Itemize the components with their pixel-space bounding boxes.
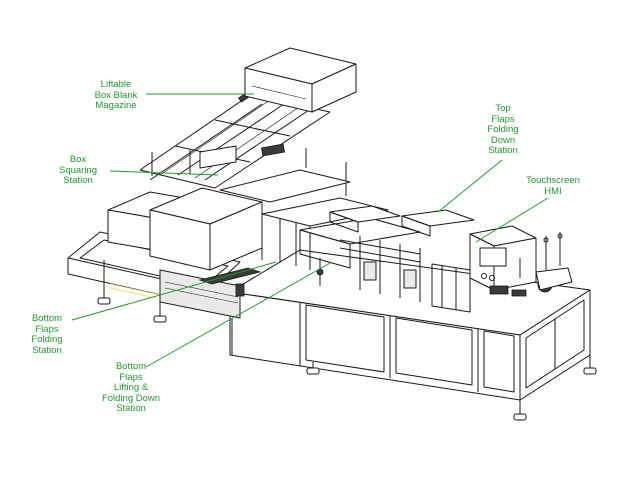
squaring-hood	[107, 187, 263, 319]
label-touchscreen-hmi: Touchscreen HMI	[526, 175, 580, 197]
carriage	[219, 169, 421, 270]
label-bottom-flaps-folding-station: Bottom Flaps Folding Station	[31, 313, 63, 356]
label-box-blank-magazine: Liftable Box Blank Magazine	[94, 79, 138, 111]
label-box-squaring-station: Box Squaring Station	[58, 154, 98, 186]
top-flaps-station	[316, 205, 475, 313]
magazine-head	[244, 47, 357, 113]
leader-lines	[71, 93, 549, 368]
label-bottom-flaps-lifting-folding-down-station: Bottom Flaps Lifting & Folding Down Stat…	[101, 361, 161, 414]
label-top-flaps-folding-down-station: Top Flaps Folding Down Station	[487, 103, 519, 156]
